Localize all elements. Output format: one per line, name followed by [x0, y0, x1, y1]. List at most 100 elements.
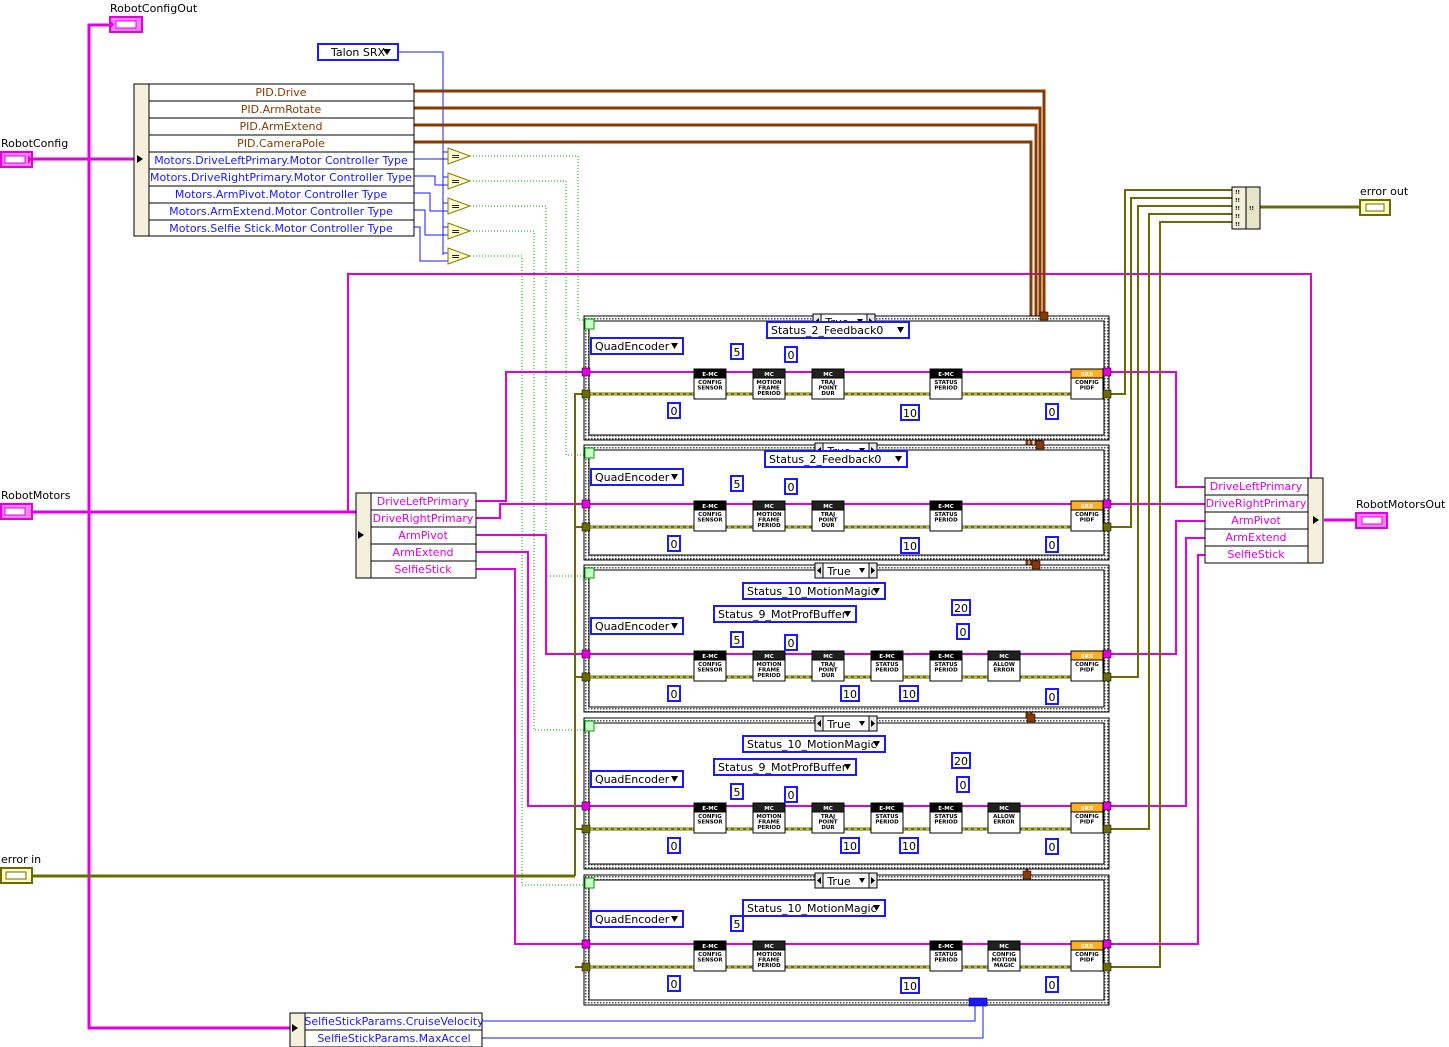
equal-comparator[interactable]: =	[447, 197, 472, 215]
prev-case-icon[interactable]	[817, 720, 821, 727]
config-unbundle-row[interactable]: Motors.Selfie Stick.Motor Controller Typ…	[149, 219, 414, 235]
numeric-constant[interactable]: 0	[1045, 838, 1059, 855]
config-unbundle-row[interactable]: Motors.ArmExtend.Motor Controller Type	[149, 202, 414, 218]
status-frame-enum[interactable]: Status_10_MotionMagic	[742, 735, 886, 753]
motors-bundle-row[interactable]: DriveRightPrimary	[1205, 494, 1308, 510]
case-structure[interactable]: TrueQuadEncoderE-MCCONFIGSENSOR0MCMOTION…	[581, 713, 1112, 870]
numeric-constant[interactable]: 20	[951, 752, 971, 769]
robot-config-out-terminal[interactable]: RobotConfigOut	[109, 2, 198, 33]
selfie-unbundle-row[interactable]: SelfieStickParams.MaxAccel	[305, 1029, 482, 1045]
case-selector[interactable]: True	[814, 562, 878, 579]
motors-bundle-row[interactable]: SelfieStick	[1205, 545, 1308, 561]
config-unbundle-row[interactable]: PID.Drive	[255, 86, 306, 99]
motors-unbundle-row[interactable]: DriveRightPrimary	[371, 509, 476, 525]
numeric-constant[interactable]: 5	[730, 631, 744, 648]
prev-case-icon[interactable]	[817, 567, 821, 574]
case-structure[interactable]: TrueQuadEncoderE-MCCONFIGSENSOR0MCMOTION…	[581, 440, 1112, 561]
motors-bundle-row[interactable]: ArmPivot	[1205, 511, 1308, 527]
next-case-icon[interactable]	[871, 567, 875, 574]
numeric-constant[interactable]: 10	[900, 404, 920, 421]
motors-bundle-by-name[interactable]: DriveLeftPrimaryDriveRightPrimaryArmPivo…	[1204, 477, 1324, 564]
error-out-terminal[interactable]: error out	[1359, 185, 1409, 216]
next-case-icon[interactable]	[871, 877, 875, 884]
case-selector[interactable]: True	[814, 715, 878, 732]
config-unbundle-row[interactable]: Motors.ArmPivot.Motor Controller Type	[149, 185, 414, 201]
numeric-constant[interactable]: 0	[956, 776, 970, 793]
motors-unbundle-by-name[interactable]: DriveLeftPrimaryDriveRightPrimaryArmPivo…	[355, 492, 477, 579]
motors-unbundle-row[interactable]: DriveLeftPrimary	[377, 495, 470, 508]
numeric-constant[interactable]: 5	[730, 343, 744, 360]
motors-bundle-row[interactable]: ArmExtend	[1205, 528, 1308, 544]
case-structure[interactable]: TrueQuadEncoderE-MCCONFIGSENSOR0MCMOTION…	[581, 870, 1112, 1006]
motors-unbundle-row[interactable]: ArmPivot	[371, 526, 476, 542]
sensor-type-enum[interactable]: QuadEncoder	[590, 910, 684, 928]
status-frame-enum[interactable]: Status_2_Feedback0	[764, 450, 908, 468]
sensor-type-enum[interactable]: QuadEncoder	[590, 337, 684, 355]
numeric-constant[interactable]: 0	[1045, 688, 1059, 705]
numeric-constant[interactable]: 0	[667, 837, 681, 854]
equal-comparator[interactable]: =	[447, 222, 472, 240]
status-frame-enum[interactable]: Status_2_Feedback0	[766, 321, 910, 339]
prev-case-icon[interactable]	[817, 877, 821, 884]
config-unbundle-row[interactable]: PID.CameraPole	[149, 134, 414, 150]
numeric-constant[interactable]: 0	[667, 685, 681, 702]
numeric-constant[interactable]: 0	[956, 623, 970, 640]
numeric-constant[interactable]: 0	[667, 975, 681, 992]
motors-unbundle-row[interactable]: SelfieStick	[371, 560, 476, 576]
numeric-constant[interactable]: 10	[899, 685, 919, 702]
status-frame-enum[interactable]: Status_9_MotProfBuffer	[713, 605, 857, 623]
numeric-constant[interactable]: 0	[1045, 976, 1059, 993]
motors-bundle-row[interactable]: DriveLeftPrimary	[1210, 480, 1303, 493]
robot-motors-out-terminal[interactable]: RobotMotorsOut	[1355, 498, 1446, 529]
numeric-constant[interactable]: 5	[730, 475, 744, 492]
sensor-type-enum[interactable]: QuadEncoder	[590, 617, 684, 635]
numeric-constant[interactable]: 10	[900, 537, 920, 554]
equal-comparator[interactable]: =	[447, 172, 472, 190]
numeric-constant[interactable]: 10	[899, 837, 919, 854]
equal-comparator[interactable]: =	[447, 247, 472, 265]
numeric-constant[interactable]: 0	[784, 478, 798, 495]
sensor-type-enum[interactable]: QuadEncoder	[590, 468, 684, 486]
selfie-unbundle-row[interactable]: SelfieStickParams.CruiseVelocity	[304, 1015, 484, 1028]
motors-unbundle-row[interactable]: ArmExtend	[371, 543, 476, 559]
error-in-terminal[interactable]: error in	[0, 853, 41, 884]
case-structure[interactable]: TrueQuadEncoderE-MCCONFIGSENSOR0MCMOTION…	[581, 311, 1112, 441]
sensor-type-enum[interactable]: QuadEncoder	[590, 770, 684, 788]
status-frame-enum[interactable]: Status_10_MotionMagic	[742, 582, 886, 600]
config-unbundle-row[interactable]: PID.ArmRotate	[149, 100, 414, 116]
config-unbundle-row[interactable]: Motors.DriveRightPrimary.Motor Controlle…	[149, 168, 414, 184]
merge-errors-node[interactable]: !! !! !! !! !! !!	[1231, 186, 1261, 230]
selfie-params-unbundle-by-name[interactable]: SelfieStickParams.CruiseVelocitySelfieSt…	[289, 1012, 484, 1047]
numeric-constant[interactable]: 0	[784, 634, 798, 651]
status-frame-enum[interactable]: Status_9_MotProfBuffer	[713, 758, 857, 776]
numeric-constant[interactable]: 0	[784, 786, 798, 803]
robot-motors-terminal[interactable]: RobotMotors	[0, 489, 71, 520]
